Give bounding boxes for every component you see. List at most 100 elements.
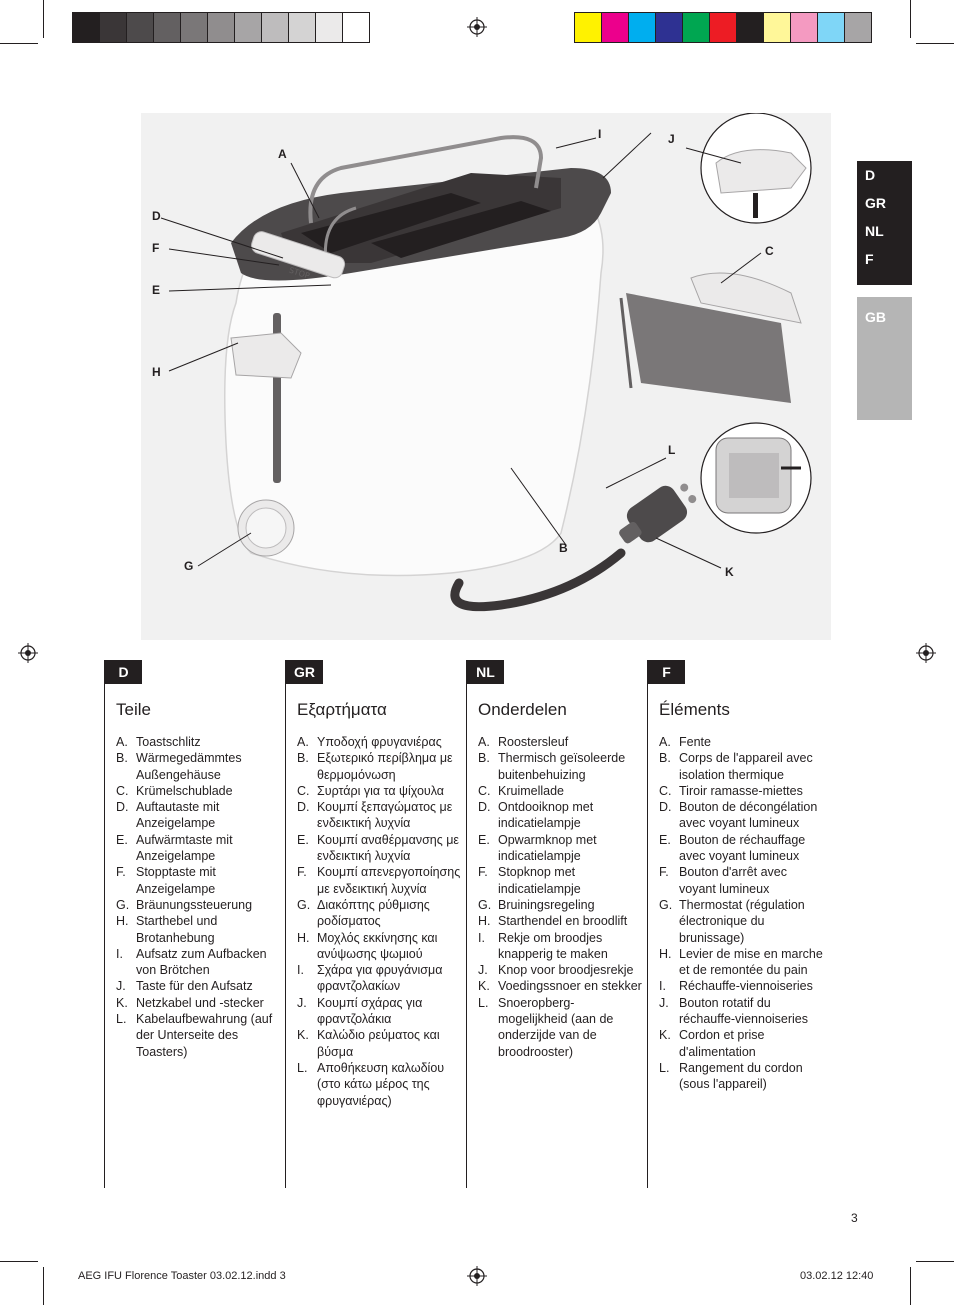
list-item: C. Συρτάρι για τα ψίχουλα — [297, 783, 462, 799]
column-title: Onderdelen — [478, 700, 567, 719]
item-text: Levier de mise en marche et de remontée … — [679, 946, 823, 978]
language-tabs: D GR NL F — [857, 161, 912, 285]
list-item: B.Wärmegedämmtes Außengehäuse — [116, 750, 281, 783]
toaster-illustration: STOP — [141, 112, 831, 640]
item-text: Tiroir ramasse-miettes — [679, 783, 803, 798]
item-text: Starthebel und Brotanhebung — [136, 914, 218, 945]
registration-mark-icon — [18, 643, 38, 663]
crop-mark — [910, 0, 911, 38]
color-swatch — [262, 13, 289, 42]
item-key: H. — [297, 930, 310, 945]
color-swatch — [818, 13, 845, 42]
list-item: L.Snoeropberg-mogelijkheid (aan de onder… — [478, 995, 643, 1060]
color-swatch — [316, 13, 343, 42]
item-key: K. — [297, 1028, 309, 1043]
list-item: K.Cordon et prise d'alimentation — [659, 1027, 824, 1060]
item-text: Κουμπί αναθέρμανσης με ενδεικτική λυχνία — [317, 832, 460, 864]
crop-mark — [43, 0, 44, 38]
list-item: D.Ontdooiknop met indicatielampje — [478, 799, 643, 832]
column-lang-badge: NL — [467, 660, 504, 684]
color-swatch — [127, 13, 154, 42]
item-key: B. — [478, 751, 490, 766]
callout-b: B — [559, 541, 568, 555]
item-text: Bräunungssteuerung — [136, 897, 253, 912]
list-item: E.Aufwärmtaste mit Anzeigelampe — [116, 832, 281, 865]
column-title: Εξαρτήματα — [297, 700, 387, 719]
item-text: Μοχλός εκκίνησης και ανύψωσης ψωμιού — [317, 930, 438, 961]
item-key: C. — [659, 783, 672, 798]
item-text: Αποθήκευση καλωδίου (στο κάτω μέρος της … — [317, 1060, 445, 1108]
item-key: I. — [116, 946, 123, 961]
list-item: G.Thermostat (régulation électronique du… — [659, 897, 824, 946]
list-item: L.Αποθήκευση καλωδίου (στο κάτω μέρος τη… — [297, 1060, 462, 1109]
list-item: J.Knop voor broodjesrekje — [478, 962, 643, 978]
list-item: C. Tiroir ramasse-miettes — [659, 783, 824, 799]
column-lang-badge: D — [105, 660, 142, 684]
color-swatch — [602, 13, 629, 42]
item-key: F. — [297, 865, 307, 880]
item-text: Καλώδιο ρεύματος και βύσμα — [317, 1028, 440, 1059]
item-text: Συρτάρι για τα ψίχουλα — [317, 783, 445, 798]
crop-mark — [0, 1261, 38, 1262]
item-key: C. — [297, 783, 310, 798]
list-item: G. Bruiningsregeling — [478, 897, 643, 913]
list-item: B.Εξωτερικό περίβλημα με θερμομόνωση — [297, 750, 462, 783]
list-item: B. Corps de l'appareil avec isolation the… — [659, 750, 824, 783]
crop-mark — [0, 43, 38, 44]
list-item: F.Bouton d'arrêt avec voyant lumineux — [659, 864, 824, 897]
callout-l: L — [668, 443, 676, 457]
footer-timestamp: 03.02.12 12:40 — [800, 1270, 874, 1282]
item-key: D. — [116, 800, 129, 815]
item-key: K. — [478, 979, 490, 994]
item-key: G. — [297, 897, 311, 912]
item-text: Stopknop met indicatielampje — [498, 865, 581, 896]
item-key: F. — [659, 865, 669, 880]
list-item: I. Aufsatz zum Aufbacken von Brötchen — [116, 946, 281, 979]
item-text: Bruiningsregeling — [498, 897, 595, 912]
item-key: G. — [659, 897, 673, 912]
list-item: F.Stopknop met indicatielampje — [478, 864, 643, 897]
item-key: K. — [116, 995, 128, 1010]
color-swatch — [791, 13, 818, 42]
list-item: L.Kabelaufbewahrung (auf der Unterseite … — [116, 1011, 281, 1060]
item-key: L. — [478, 995, 489, 1010]
item-key: J. — [116, 979, 126, 994]
lang-tab-gb: GB — [857, 297, 912, 420]
list-item: G.Bräunungssteuerung — [116, 897, 281, 913]
column-title: Teile — [116, 700, 151, 719]
list-item: J.Κουμπί σχάρας για φραντζολάκια — [297, 995, 462, 1028]
item-key: B. — [659, 751, 671, 766]
item-key: E. — [659, 832, 671, 847]
list-item: K.Voedingssnoer en stekker — [478, 978, 643, 994]
item-text: Aufsatz zum Aufbacken von Brötchen — [136, 946, 267, 978]
list-item: D.Κουμπί ξεπαγώματος με ενδεικτική λυχνί… — [297, 799, 462, 832]
item-key: B. — [116, 751, 128, 766]
item-key: I. — [478, 930, 485, 945]
crop-mark — [916, 1261, 954, 1262]
item-key: H. — [659, 946, 672, 961]
item-text: Corps de l'appareil avec isolation therm… — [679, 751, 813, 782]
item-key: I. — [297, 963, 304, 978]
list-item: E. Opwarmknop met indicatielampje — [478, 832, 643, 865]
list-item: C.Kruimellade — [478, 783, 643, 799]
item-text: Taste für den Aufsatz — [136, 979, 253, 994]
registration-mark-icon — [467, 1266, 487, 1286]
item-key: E. — [478, 832, 490, 847]
item-text: Opwarmknop met indicatielampje — [498, 832, 597, 864]
item-text: Cordon et prise d'alimentation — [679, 1028, 765, 1059]
list-item: I. Σχάρα για φρυγάνισμα φραντζολακίων — [297, 962, 462, 995]
color-swatch — [235, 13, 262, 42]
item-key: E. — [297, 832, 309, 847]
lang-tab-d: D — [865, 167, 876, 183]
item-key: G. — [478, 897, 492, 912]
crop-mark — [916, 43, 954, 44]
color-swatch — [343, 13, 369, 42]
item-text: Starthendel en broodlift — [498, 914, 628, 929]
list-item: A.Υποδοχή φρυγανιέρας — [297, 734, 462, 750]
list-item: B.Thermisch geïsoleerde buitenbehuizing — [478, 750, 643, 783]
callout-c: C — [765, 244, 774, 258]
item-text: Σχάρα για φρυγάνισμα φραντζολακίων — [317, 963, 443, 994]
callout-i: I — [598, 127, 602, 141]
